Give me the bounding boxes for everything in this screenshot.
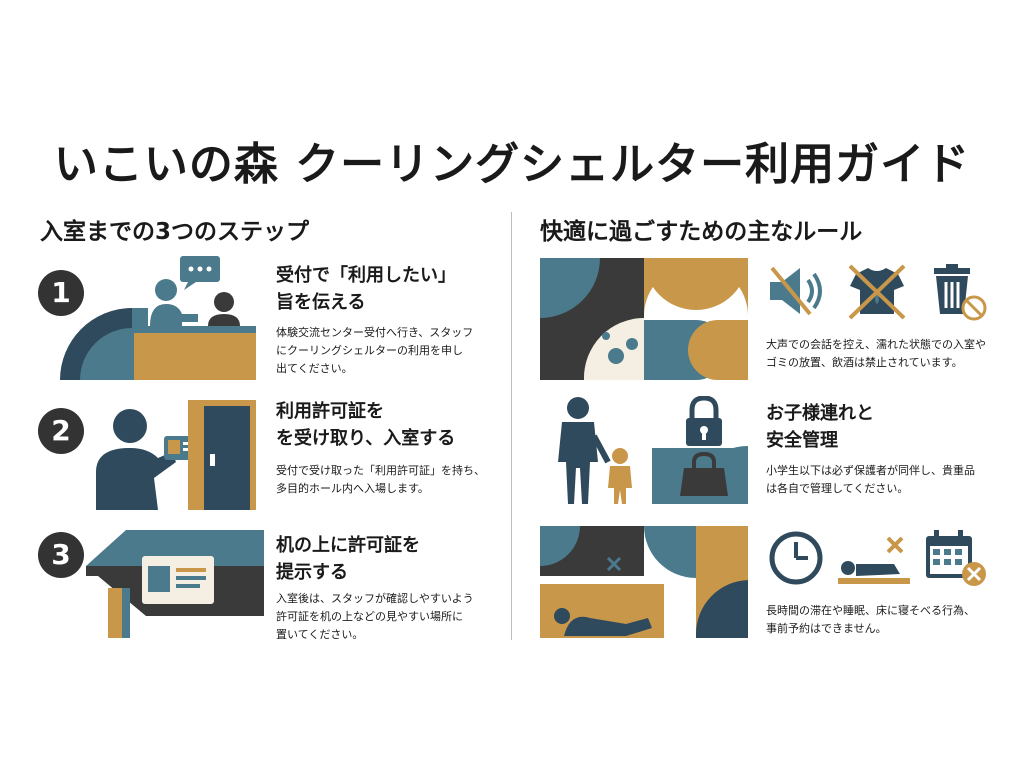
rule-2-title-line2: 安全管理	[766, 430, 838, 451]
no-trash-icon	[934, 264, 987, 321]
step-1-number: 1	[38, 270, 84, 316]
step-2-title-line1: 利用許可証を	[276, 401, 384, 422]
step-2-desc-line2: 多目的ホール内へ入場します。	[276, 482, 429, 495]
abstract-pattern-3	[540, 526, 748, 638]
step-1-desc: 体験交流センター受付へ行き、スタッフ にクーリングシェルターの利用を申し 出てく…	[276, 324, 473, 378]
rule-2-desc-line2: は各自で管理してください。	[766, 482, 909, 495]
page-title: いこいの森 クーリングシェルター利用ガイド	[53, 139, 971, 190]
step-2-number: 2	[38, 408, 84, 454]
calendar-no-icon	[926, 530, 986, 586]
handbag-icon	[680, 451, 728, 496]
step-3-desc-line1: 入室後は、スタッフが確認しやすいよう	[276, 592, 474, 605]
no-wet-clothes-icon	[848, 264, 906, 320]
rule-3-desc: 長時間の滞在や睡眠、床に寝そべる行為、 事前予約はできません。	[766, 602, 975, 638]
step-3-number: 3	[38, 532, 84, 578]
step-1-title-line1: 受付で「利用したい」	[276, 265, 456, 286]
step-1-title: 受付で「利用したい」 旨を伝える	[276, 262, 456, 316]
step-1-title-line2: 旨を伝える	[276, 292, 366, 313]
rules-heading: 快適に過ごすための主なルール	[540, 219, 863, 245]
rule-2-title-line1: お子様連れと	[766, 403, 874, 424]
step-1-desc-line1: 体験交流センター受付へ行き、スタッフ	[276, 326, 474, 339]
rule-3-desc-line2: 事前予約はできません。	[766, 622, 887, 635]
permit-card-icon	[142, 556, 214, 604]
abstract-pattern-1	[540, 258, 748, 380]
step-3-title-line2: 提示する	[276, 562, 348, 583]
desk-with-permit-icon	[86, 530, 264, 638]
rule-2-title: お子様連れと 安全管理	[766, 400, 874, 454]
step-2-title: 利用許可証を を受け取り、入室する	[276, 398, 455, 452]
step-2-title-line2: を受け取り、入室する	[276, 428, 456, 449]
reception-staff-icon	[60, 256, 256, 380]
step-3-title-line1: 机の上に許可証を	[276, 535, 420, 556]
clock-icon	[769, 531, 823, 585]
muted-speaker-icon	[770, 266, 822, 316]
lying-person-icon	[838, 536, 910, 584]
speech-bubble-icon	[180, 256, 220, 290]
step-3-desc-line3: 置いてください。	[276, 628, 364, 641]
rule-2-desc: 小学生以下は必ず保護者が同伴し、貴重品 は各自で管理してください。	[766, 462, 975, 498]
rule-1-desc: 大声での会話を控え、濡れた状態での入室や ゴミの放置、飲酒は禁止されています。	[766, 336, 986, 372]
person-with-card-icon	[96, 400, 256, 510]
steps-heading: 入室までの3つのステップ	[40, 219, 310, 245]
step-1-desc-line2: にクーリングシェルターの利用を申し	[276, 344, 463, 357]
step-2-desc-line1: 受付で受け取った「利用許可証」を持ち、	[276, 464, 485, 477]
step-3-desc: 入室後は、スタッフが確認しやすいよう 許可証を机の上などの見やすい場所に 置いて…	[276, 590, 474, 644]
door-icon	[188, 400, 256, 510]
step-1-desc-line3: 出てください。	[276, 362, 353, 375]
step-2-desc: 受付で受け取った「利用許可証」を持ち、 多目的ホール内へ入場します。	[276, 462, 485, 498]
rule-3-desc-line1: 長時間の滞在や睡眠、床に寝そべる行為、	[766, 604, 975, 617]
step-3-desc-line2: 許可証を机の上などの見やすい場所に	[276, 610, 463, 623]
parent-child-icon	[558, 396, 748, 504]
padlock-icon	[686, 396, 722, 446]
rule-1-desc-line1: 大声での会話を控え、濡れた状態での入室や	[766, 338, 986, 351]
section-divider	[511, 212, 512, 640]
rule-2-desc-line1: 小学生以下は必ず保護者が同伴し、貴重品	[766, 464, 975, 477]
rule-1-desc-line2: ゴミの放置、飲酒は禁止されています。	[766, 356, 963, 369]
step-3-title: 机の上に許可証を 提示する	[276, 532, 420, 586]
